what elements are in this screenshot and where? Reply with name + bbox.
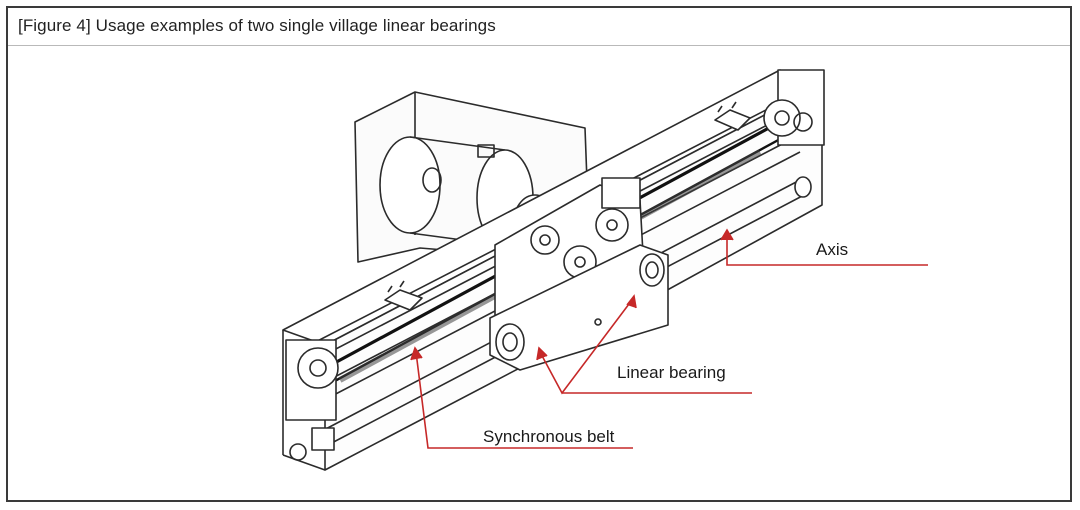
linear-bearing-blocks bbox=[489, 244, 669, 371]
right-end-pulley bbox=[763, 69, 825, 146]
synchronous-belt-leader bbox=[410, 346, 633, 449]
linear-bearing-label: Linear bearing bbox=[617, 363, 726, 382]
axis-leader bbox=[720, 228, 928, 266]
belt-clamps bbox=[384, 101, 751, 311]
callout-leaders bbox=[410, 228, 928, 449]
left-end-pulley bbox=[285, 339, 339, 461]
synchronous-belt-label: Synchronous belt bbox=[483, 427, 615, 446]
figure-caption: [Figure 4] Usage examples of two single … bbox=[18, 16, 496, 35]
caption-divider bbox=[8, 45, 1070, 46]
linear-bearing-leader bbox=[536, 294, 752, 395]
axis-label: Axis bbox=[816, 240, 849, 259]
